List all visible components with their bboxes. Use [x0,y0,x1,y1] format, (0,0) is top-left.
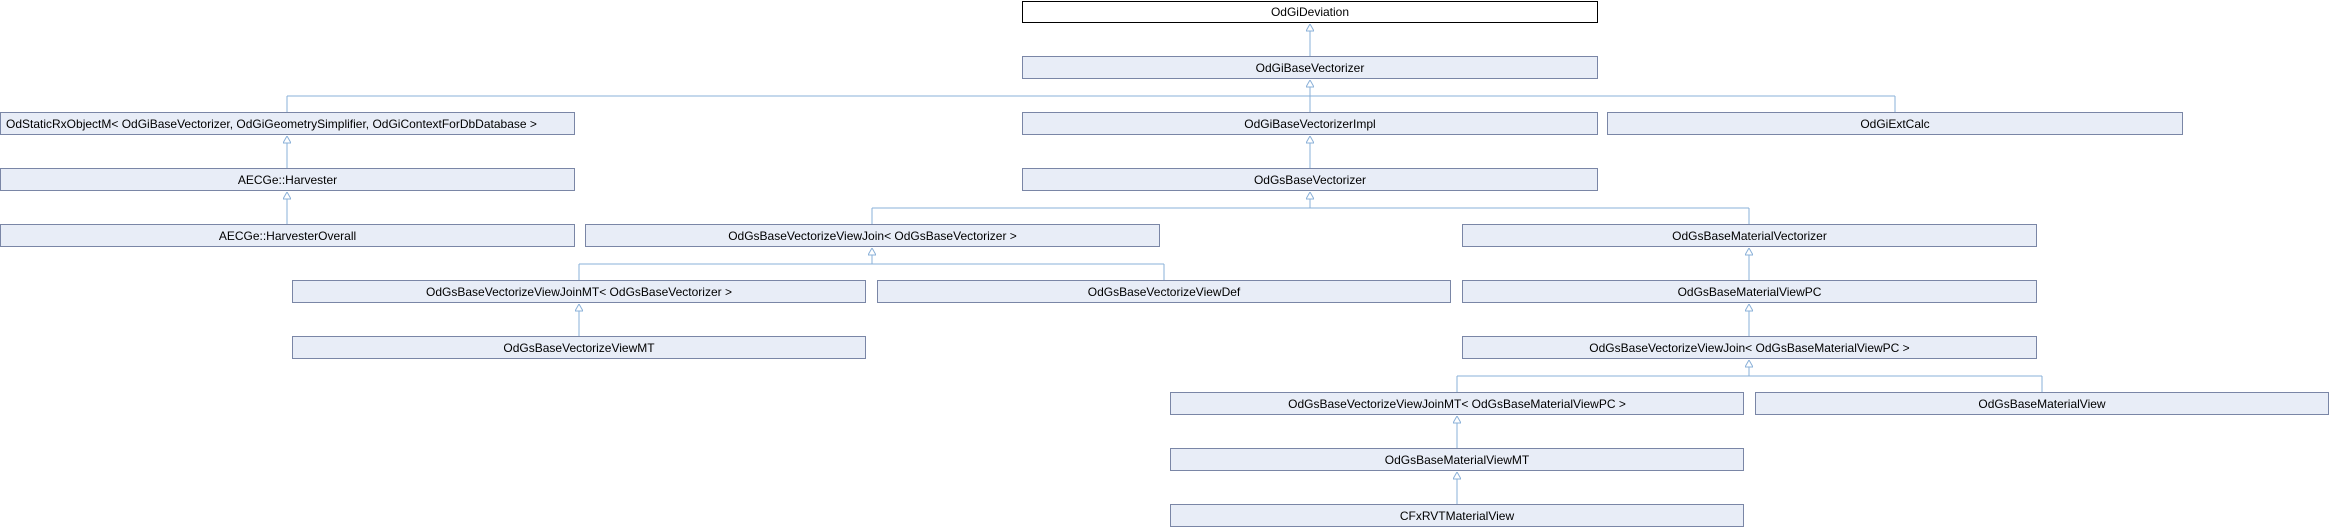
node-view-join-mt-gs-base-vectorizer[interactable]: OdGsBaseVectorizeViewJoinMT< OdGsBaseVec… [292,280,866,303]
node-od-gs-base-vectorize-view-def[interactable]: OdGsBaseVectorizeViewDef [877,280,1451,303]
node-view-join-mt-material-view-pc[interactable]: OdGsBaseVectorizeViewJoinMT< OdGsBaseMat… [1170,392,1744,415]
node-od-gs-base-material-vectorizer[interactable]: OdGsBaseMaterialVectorizer [1462,224,2037,247]
node-od-gi-base-vectorizer-impl[interactable]: OdGiBaseVectorizerImpl [1022,112,1598,135]
node-cfx-rvt-material-view[interactable]: CFxRVTMaterialView [1170,504,1744,527]
node-od-gi-deviation[interactable]: OdGiDeviation [1022,1,1598,23]
node-od-gs-base-material-view-mt[interactable]: OdGsBaseMaterialViewMT [1170,448,1744,471]
node-od-gi-base-vectorizer[interactable]: OdGiBaseVectorizer [1022,56,1598,79]
node-od-gs-base-vectorize-view-mt[interactable]: OdGsBaseVectorizeViewMT [292,336,866,359]
node-od-gs-base-material-view[interactable]: OdGsBaseMaterialView [1755,392,2329,415]
node-view-join-material-view-pc[interactable]: OdGsBaseVectorizeViewJoin< OdGsBaseMater… [1462,336,2037,359]
node-od-gs-base-vectorizer[interactable]: OdGsBaseVectorizer [1022,168,1598,191]
node-aecge-harvester-overall[interactable]: AECGe::HarvesterOverall [0,224,575,247]
node-od-gi-ext-calc[interactable]: OdGiExtCalc [1607,112,2183,135]
node-od-gs-base-material-view-pc[interactable]: OdGsBaseMaterialViewPC [1462,280,2037,303]
node-aecge-harvester[interactable]: AECGe::Harvester [0,168,575,191]
node-view-join-gs-base-vectorizer[interactable]: OdGsBaseVectorizeViewJoin< OdGsBaseVecto… [585,224,1160,247]
node-od-static-rx-object-m[interactable]: OdStaticRxObjectM< OdGiBaseVectorizer, O… [0,112,575,135]
